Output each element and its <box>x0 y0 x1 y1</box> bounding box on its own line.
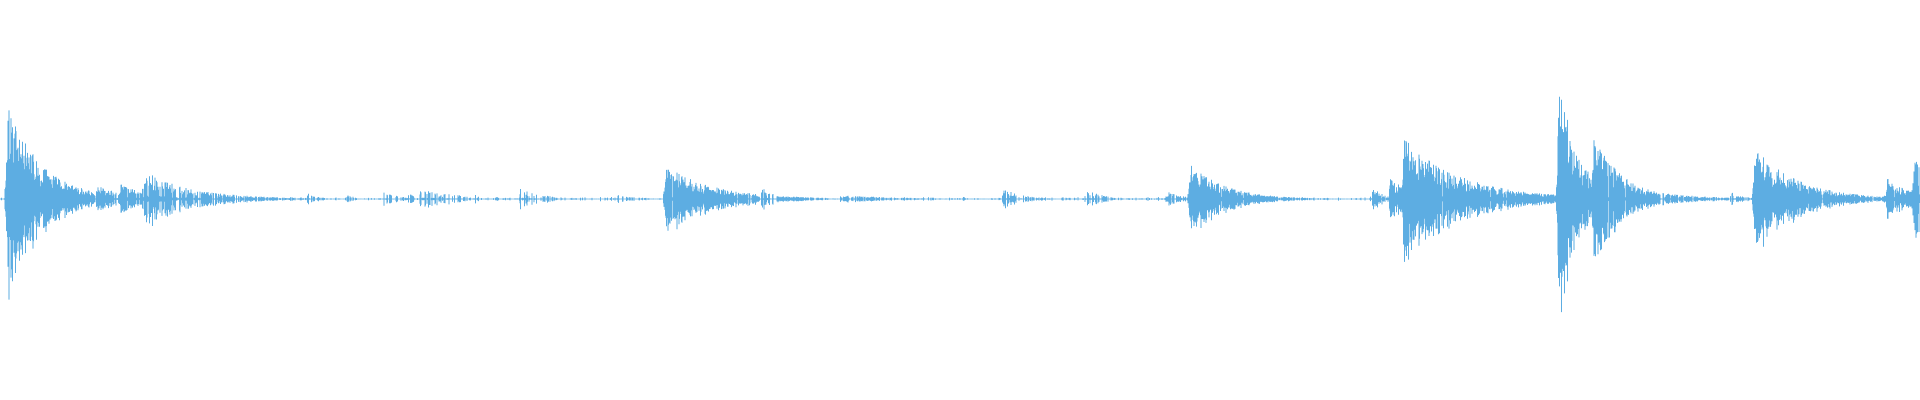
waveform-trace <box>0 96 1920 313</box>
